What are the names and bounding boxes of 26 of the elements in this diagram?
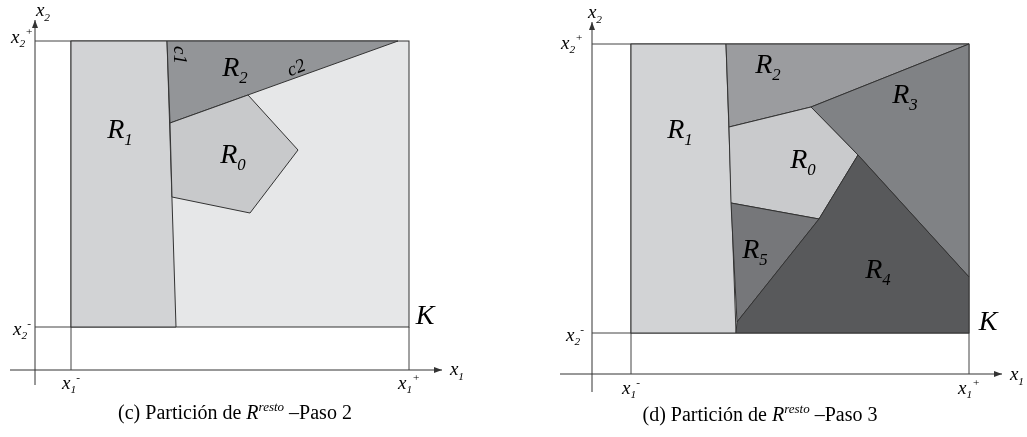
curve-label: c2 (284, 54, 308, 80)
axis-label: x$_{2}$ (35, 0, 51, 24)
region-label: K (978, 307, 998, 335)
partition-region (731, 203, 819, 322)
figure-caption: (d) Partición de R$^{resto}$ –Paso 3 (642, 402, 878, 424)
partition-region (631, 44, 736, 333)
axis-label: x$_{1}$ (449, 359, 465, 383)
partition-region (71, 41, 176, 327)
curve-label: c1 (170, 46, 190, 64)
axis-label: x$_{1}$ (1009, 364, 1025, 388)
region-label: K (415, 301, 435, 329)
region-label: R$_{4}$ (865, 255, 891, 289)
region-label: R$_{1}$ (667, 115, 693, 149)
figure-caption: (c) Partición de R$^{resto}$ –Paso 2 (118, 400, 352, 422)
partition-region (170, 95, 298, 213)
region-label: R$_{1}$ (107, 115, 133, 149)
region-label: R$_{3}$ (892, 80, 918, 114)
axis-label: x$_{2}$ (587, 2, 603, 26)
region-label: R$_{2}$ (222, 53, 248, 87)
region-label: R$_{2}$ (755, 50, 781, 84)
partition-region (729, 107, 858, 219)
region-label: R$_{0}$ (220, 140, 246, 174)
partition-region (167, 41, 398, 123)
region-label: R$_{5}$ (742, 235, 768, 269)
partition-region (726, 44, 969, 127)
region-label: R$_{0}$ (790, 145, 816, 179)
